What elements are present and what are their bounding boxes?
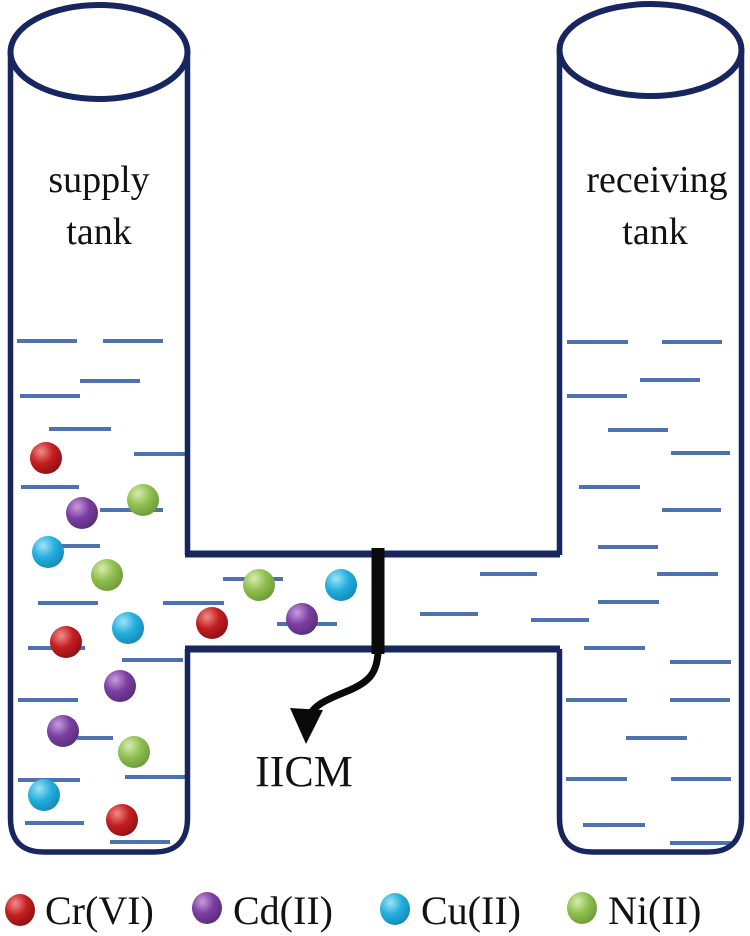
membrane-label: IICM	[255, 747, 353, 796]
receiving-tank-body	[556, 50, 745, 855]
cr-ball-icon	[5, 894, 35, 926]
particle-cu	[325, 569, 357, 601]
water-receiving-tank	[531, 340, 731, 845]
ni-ball-icon	[567, 892, 597, 924]
receiving-tank-rim	[556, 1, 745, 99]
legend-label-ni: Ni(II)	[608, 888, 701, 933]
particle-cu	[32, 536, 64, 568]
iicm-arrowhead	[290, 708, 323, 744]
particle-cu	[112, 612, 144, 644]
water-layer	[17, 339, 731, 845]
particle-cd	[286, 603, 318, 635]
supply-tank-label-line2: tank	[66, 211, 131, 253]
particle-cr	[106, 804, 138, 836]
captions-layer: supply tank receiving tank IICM	[48, 159, 727, 796]
particle-cd	[47, 715, 79, 747]
legend: Cr(VI) Cd(II) Cu(II) Ni(II)	[5, 888, 701, 933]
particle-cu	[28, 779, 60, 811]
legend-label-cr: Cr(VI)	[45, 888, 154, 933]
iicm-arrow	[303, 648, 382, 726]
legend-label-cu: Cu(II)	[421, 888, 521, 933]
cu-ball-icon	[380, 893, 410, 925]
particle-ni	[243, 569, 275, 601]
particle-cr	[30, 442, 62, 474]
legend-item-ni: Ni(II)	[567, 888, 701, 933]
supply-tank-label-line1: supply	[48, 159, 149, 201]
particle-cd	[66, 497, 98, 529]
legend-item-cd: Cd(II)	[192, 888, 333, 933]
particle-cr	[196, 607, 228, 639]
particle-cd	[104, 670, 136, 702]
particle-ni	[91, 559, 123, 591]
particle-ni	[118, 736, 150, 768]
supply-tank-rim	[7, 2, 191, 102]
membrane-bar	[371, 548, 385, 654]
legend-label-cd: Cd(II)	[233, 888, 333, 933]
receiving-tank-label-line1: receiving	[586, 159, 727, 201]
legend-item-cu: Cu(II)	[380, 888, 521, 933]
particle-cr	[50, 626, 82, 658]
water-supply-tank	[17, 339, 224, 844]
particle-ni	[127, 484, 159, 516]
supply-tank-body	[7, 52, 191, 855]
particles-layer	[28, 442, 357, 836]
cd-ball-icon	[192, 892, 222, 924]
receiving-tank-label-line2: tank	[622, 211, 687, 253]
legend-item-cr: Cr(VI)	[5, 888, 154, 933]
